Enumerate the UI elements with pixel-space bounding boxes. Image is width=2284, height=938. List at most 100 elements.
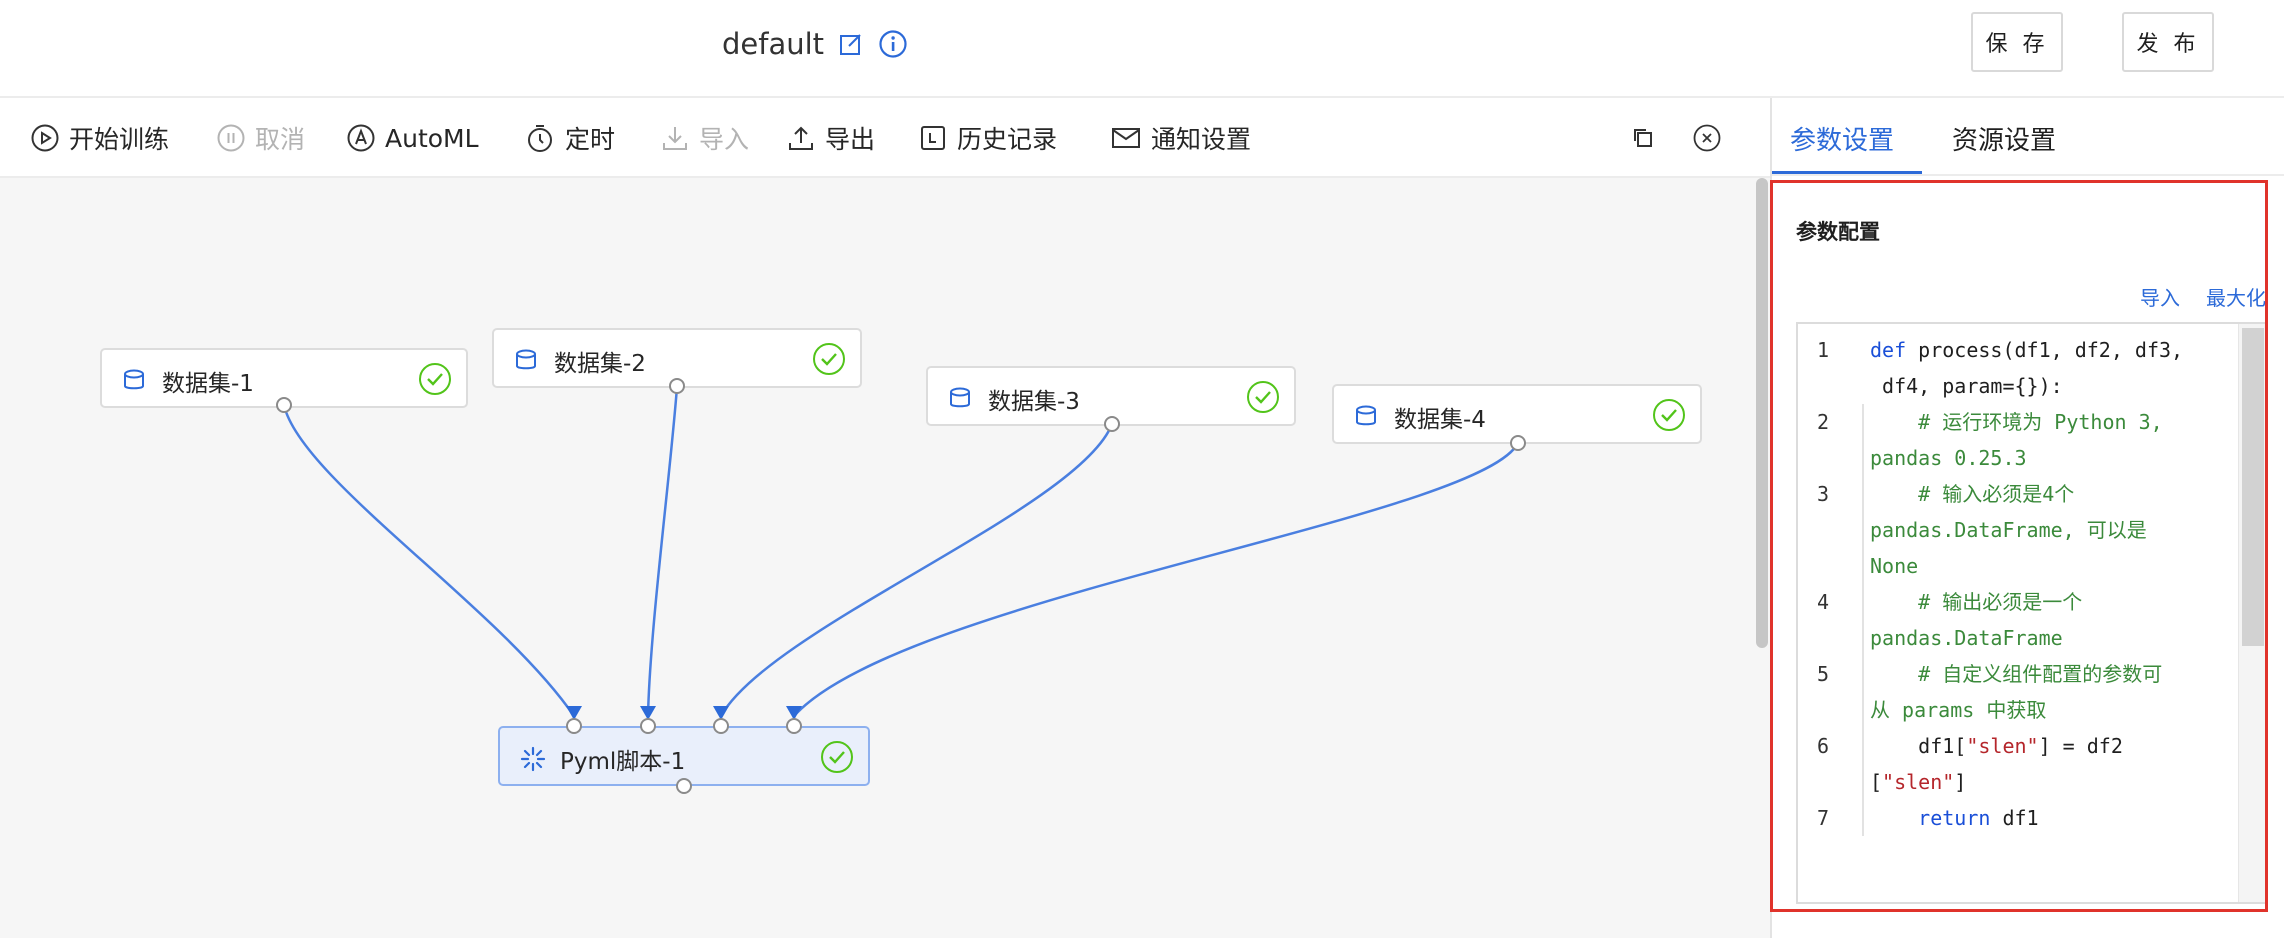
edge-ds4-script[interactable] — [793, 442, 1520, 717]
pause-circle-icon — [217, 124, 245, 152]
import-button[interactable]: 导入 — [660, 120, 749, 156]
indent-guide — [1862, 512, 1864, 548]
toolbar-divider — [0, 176, 1770, 178]
workflow-canvas[interactable]: 数据集-1 数据集-2 数据集-3 数据集-4 Pyml脚本-1 — [0, 178, 1770, 938]
code-line: pandas.DataFrame — [1870, 626, 2063, 650]
export-button[interactable]: 导出 — [786, 120, 875, 156]
database-icon — [950, 387, 970, 408]
node-label: 数据集-2 — [554, 351, 646, 377]
code-line: 从 params 中获取 — [1870, 698, 2047, 722]
copy-icon — [1634, 129, 1652, 147]
edge-ds2-script[interactable] — [646, 386, 679, 717]
indent-guide — [1862, 692, 1864, 728]
notification-settings-label: 通知设置 — [1151, 125, 1252, 154]
line-number: 2 — [1816, 410, 1830, 434]
line-number: 5 — [1816, 662, 1830, 686]
line-number: 7 — [1816, 806, 1830, 830]
indent-guide — [1862, 728, 1864, 764]
start-training-button[interactable]: 开始训练 — [30, 120, 169, 156]
line-number: 4 — [1816, 590, 1830, 614]
pipeline-title: default — [722, 27, 825, 61]
edge-arrowhead — [566, 706, 582, 720]
save-button[interactable]: 保 存 — [1971, 12, 2063, 72]
history-button[interactable]: 历史记录 — [918, 120, 1057, 156]
code-editor[interactable]: 1 def process(df1, df2, df3, df4, param={… — [1796, 322, 2268, 904]
close-panel-button[interactable] — [1692, 120, 1722, 156]
publish-button[interactable]: 发 布 — [2122, 12, 2214, 72]
indent-guide — [1862, 404, 1864, 440]
tabs-divider — [1772, 174, 2284, 176]
code-line: pandas 0.25.3 — [1870, 446, 2027, 470]
input-port[interactable] — [713, 718, 729, 734]
indent-guide — [1862, 548, 1864, 584]
indent-guide — [1862, 620, 1864, 656]
node-label: Pyml脚本-1 — [560, 749, 686, 775]
code-line: df4, param={}): — [1870, 374, 2063, 398]
mail-icon — [1112, 128, 1140, 148]
highlight-box — [1770, 180, 2268, 912]
output-port[interactable] — [676, 778, 692, 794]
toolbar: 开始训练 取消 AutoML 定时 导入 导出 历史记录 通知设置 — [0, 98, 1770, 176]
pipeline-title-group: default — [722, 22, 908, 66]
edge-arrowhead — [713, 706, 729, 720]
output-port[interactable] — [276, 397, 292, 413]
cancel-button[interactable]: 取消 — [216, 120, 305, 156]
input-port[interactable] — [640, 718, 656, 734]
schedule-button[interactable]: 定时 — [524, 120, 615, 156]
line-number: 3 — [1816, 482, 1830, 506]
tab-parameter-settings[interactable]: 参数设置 — [1790, 126, 1895, 156]
line-number: 6 — [1816, 734, 1830, 758]
info-icon[interactable] — [878, 29, 908, 59]
import-icon — [663, 127, 687, 150]
indent-guide — [1862, 764, 1864, 800]
edge-ds1-script[interactable] — [282, 404, 576, 717]
maximize-editor-link[interactable]: 最大化 — [2206, 286, 2266, 310]
line-number: 1 — [1816, 338, 1830, 362]
edge-layer — [282, 386, 1520, 720]
notification-settings-button[interactable]: 通知设置 — [1110, 120, 1251, 156]
import-label: 导入 — [699, 125, 750, 154]
indent-guide — [1862, 656, 1864, 692]
canvas-scrollbar[interactable] — [1756, 178, 1768, 648]
success-check-icon — [419, 363, 451, 395]
export-label: 导出 — [825, 125, 876, 154]
automl-button[interactable]: AutoML — [346, 120, 479, 156]
header-bar: default 保 存 发 布 — [0, 0, 2284, 96]
cancel-label: 取消 — [255, 125, 306, 154]
tab-resource-settings[interactable]: 资源设置 — [1952, 126, 2057, 156]
database-icon — [516, 349, 536, 370]
code-line: pandas.DataFrame, 可以是 — [1870, 518, 2147, 542]
section-title: 参数配置 — [1796, 220, 1880, 244]
edge-ds3-script[interactable] — [719, 423, 1114, 717]
export-icon — [789, 126, 813, 150]
script-icon — [520, 746, 546, 772]
indent-guide — [1862, 584, 1864, 620]
output-port[interactable] — [1510, 435, 1526, 451]
editor-scrollbar-thumb[interactable] — [2242, 328, 2264, 646]
code-line: def process(df1, df2, df3, — [1870, 338, 2184, 362]
import-code-link[interactable]: 导入 — [2140, 286, 2180, 310]
code-line: df1["slen"] = df2 — [1870, 734, 2123, 758]
code-line: None — [1870, 554, 1919, 578]
edge-arrowhead — [640, 706, 656, 720]
play-circle-icon — [31, 124, 59, 152]
edit-icon[interactable] — [838, 31, 864, 57]
start-training-label: 开始训练 — [69, 125, 170, 154]
output-port[interactable] — [669, 378, 685, 394]
timer-icon — [528, 125, 552, 152]
output-port[interactable] — [1104, 416, 1120, 432]
success-check-icon — [813, 343, 845, 375]
edge-arrowhead — [786, 706, 802, 720]
indent-guide — [1862, 800, 1864, 836]
code-line: return df1 — [1918, 806, 2039, 830]
success-check-icon — [1653, 399, 1685, 431]
copy-button[interactable] — [1630, 120, 1656, 156]
input-port[interactable] — [566, 718, 582, 734]
history-icon — [921, 126, 945, 150]
input-port[interactable] — [786, 718, 802, 734]
code-line: # 输入必须是4个 — [1870, 482, 2075, 506]
node-pyml-script[interactable]: Pyml脚本-1 — [498, 726, 870, 786]
node-label: 数据集-1 — [162, 371, 254, 397]
node-label: 数据集-3 — [988, 389, 1080, 415]
code-line: # 自定义组件配置的参数可 — [1870, 662, 2163, 686]
